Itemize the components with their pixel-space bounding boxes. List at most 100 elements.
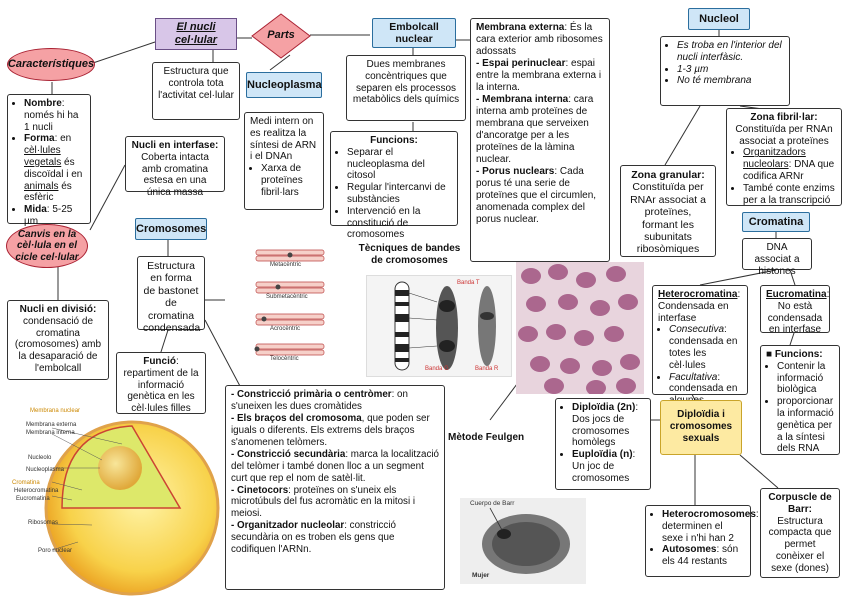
- feulgen-image: [516, 262, 644, 394]
- h-text: : determinen el sexe i n'hi han 2: [662, 509, 759, 544]
- interfase-title: Nucli en interfase:: [131, 140, 219, 151]
- funcions-crom-title: Funcions: [774, 349, 820, 360]
- feulgen-cell: [544, 378, 564, 394]
- feulgen-cell: [526, 296, 546, 312]
- caracteristiques-node[interactable]: Característiques: [7, 48, 95, 81]
- a-text: : són els 44 restants: [662, 544, 739, 568]
- parts-label: Parts: [267, 29, 295, 41]
- funcions-crom-list: Contenir la informació biològicaproporci…: [766, 361, 834, 455]
- barr-box: Corpuscle de Barr: Estructura compacta q…: [760, 488, 840, 578]
- cromosomes-desc-text: Estructura en forma de bastonet de croma…: [143, 260, 201, 334]
- submetacentric-label: Submetacèntric: [266, 294, 308, 300]
- fibril-b2: També conte enzims per a la transcripció: [743, 183, 836, 207]
- divisio-title: Nucli en divisió:: [19, 304, 97, 315]
- nom-label: Nombre: [24, 98, 62, 109]
- interfase-box: Nucli en interfase: Coberta intacta amb …: [125, 136, 225, 198]
- membrana-nuclear-label: Membrana nuclear: [30, 408, 81, 414]
- nom-item: Nombre: només hi ha 1 nucli: [24, 98, 85, 133]
- porus-label: - Porus nuclears: [476, 166, 555, 177]
- forma-item: Forma: en cèl·lules vegetals és discoïda…: [24, 133, 85, 204]
- nucleol-list: Es troba en l'interior del nucli interfà…: [660, 36, 790, 106]
- chromosome-parts-box: - Constricció primària o centròmer: on s…: [225, 385, 445, 590]
- diploidia-box: Diploïdia (2n): Dos jocs de cromosomes h…: [555, 398, 651, 490]
- divisio-box: Nucli en divisió: condensació de cromati…: [7, 300, 109, 380]
- nucleol-header[interactable]: Nucleol: [688, 8, 750, 30]
- feulgen-cell: [592, 360, 612, 376]
- banda-t-label: Banda T: [457, 280, 480, 286]
- membrana-interna-label: Membrana interna: [26, 430, 75, 436]
- granular-title: Zona granular:: [631, 169, 705, 181]
- fibril-b1b: : DNA que codifica ARNr: [743, 159, 835, 182]
- nucleoplasma-header[interactable]: Nucleoplasma: [246, 72, 322, 98]
- feulgen-cell: [606, 266, 626, 282]
- cromosomes-desc: Estructura en forma de bastonet de croma…: [137, 256, 205, 334]
- parts-diamond[interactable]: [250, 12, 312, 60]
- forma-label: Forma: [24, 133, 55, 145]
- feulgen-cell: [620, 354, 640, 370]
- funcio-crom-item: proporcionar la informació genètica per …: [777, 396, 834, 455]
- nucleus-illustration: Membrana nuclear Membrana externa Membra…: [2, 400, 222, 596]
- nucleol-title: Nucleol: [699, 13, 739, 25]
- nucleoplasma-title: Nucleoplasma: [247, 79, 322, 91]
- embolcall-desc-text: Dues membranes concèntriques que separen…: [352, 59, 460, 106]
- funcio-item: Separar el nucleoplasma del citosol: [347, 147, 452, 182]
- embolcall-title: Embolcall nuclear: [389, 21, 439, 46]
- p4-label: - Cinetocors: [231, 484, 289, 496]
- granular-text: Constituïda per RNAr associat a proteïne…: [630, 181, 706, 256]
- d2-label: Diploïdia (2n): [572, 402, 636, 413]
- feulgen-cell: [530, 356, 550, 372]
- acrocentric-label: Acrocèntric: [270, 326, 301, 332]
- fibril-text: Constituïda per RNAn associat a proteïne…: [735, 123, 833, 147]
- p5-text: : constricció secundària on es troben el…: [231, 520, 396, 556]
- canvis-label: Canvis en la cèl·lula en el cicle cel·lu…: [15, 228, 79, 263]
- canvis-node[interactable]: Canvis en la cèl·lula en el cicle cel·lu…: [6, 224, 88, 268]
- ribosomas-label: Ribosomas: [28, 520, 59, 526]
- cromatina-desc: DNA associat a histones: [742, 238, 812, 277]
- hetero-c1-label: Consecutiva: [669, 324, 725, 336]
- nucli-title[interactable]: El nucli cel·lular: [155, 18, 237, 50]
- hetero-c1: Consecutiva: condensada en totes les cèl…: [669, 324, 742, 371]
- forma-b: cèl·lules vegetals: [24, 145, 62, 168]
- nucleoplasma-img-label: Nucleoplasma: [26, 467, 65, 473]
- cromatina-header[interactable]: Cromatina: [742, 212, 810, 232]
- cromosomes-header[interactable]: Cromosomes: [135, 218, 207, 240]
- metacentric-label: Metacèntric: [270, 262, 302, 268]
- forma-a: : en: [54, 133, 72, 145]
- feulgen-cell: [558, 294, 578, 310]
- autosomes-item: Autosomes: són els 44 restants: [662, 544, 745, 568]
- banda-r-label: Banda R: [475, 366, 499, 372]
- funcions-cromatina-box: ■ Funcions: Contenir la informació biolò…: [760, 345, 840, 455]
- embolcall-header[interactable]: Embolcall nuclear: [372, 18, 456, 48]
- mida-label: Mida: [24, 204, 47, 216]
- euco-text: : No està condensada en interfase: [767, 289, 830, 336]
- sexuals-title: Diploïdia i cromosomes sexuals: [669, 409, 733, 444]
- nucli-title-text: El nucli cel·lular: [174, 21, 218, 46]
- feulgen-cell: [546, 324, 566, 340]
- eu-label: Euploïdia (n): [572, 449, 633, 461]
- p2-label: - Els braços del cromosoma: [231, 412, 362, 424]
- euco-title: Eucromatina: [766, 289, 827, 300]
- cromosomes-title: Cromosomes: [136, 223, 207, 235]
- chromosome-types-diagram: [254, 249, 325, 356]
- feulgen-cell: [616, 378, 636, 394]
- cromatina-desc-text: DNA associat a histones: [754, 242, 800, 277]
- forma-d: animals: [24, 180, 59, 192]
- hetero-c2-label: Facultativa: [669, 371, 718, 383]
- feulgen-cell: [576, 272, 596, 288]
- diploidia-item: Diploïdia (2n): Dos jocs de cromosomes h…: [572, 402, 645, 449]
- a-label: Autosomes: [662, 544, 717, 556]
- fibril-b1a: Organitzadors nucleolars: [743, 147, 806, 171]
- nucleoplasma-text: Medi intern on es realitza la síntesi de…: [250, 116, 317, 163]
- eucromatina-box: Eucromatina: No està condensada en inter…: [760, 285, 830, 336]
- forma-e: és esfèric: [24, 180, 72, 204]
- sexuals-node[interactable]: Diploïdia i cromosomes sexuals: [660, 400, 742, 455]
- feulgen-cell: [548, 264, 568, 280]
- nucleoplasma-bullet: Xarxa de proteïnes fibril·lars: [261, 163, 318, 198]
- p4-text: : proteïnes on s'uneix els microtúbuls d…: [231, 484, 416, 520]
- d2-text: : Dos jocs de cromosomes homòlegs: [572, 402, 639, 449]
- caracteristiques-label: Característiques: [7, 58, 95, 71]
- funcio-title: Funció: [143, 356, 176, 367]
- feulgen-cell: [586, 380, 606, 394]
- cromatina-img-label: Cromatina: [12, 480, 40, 486]
